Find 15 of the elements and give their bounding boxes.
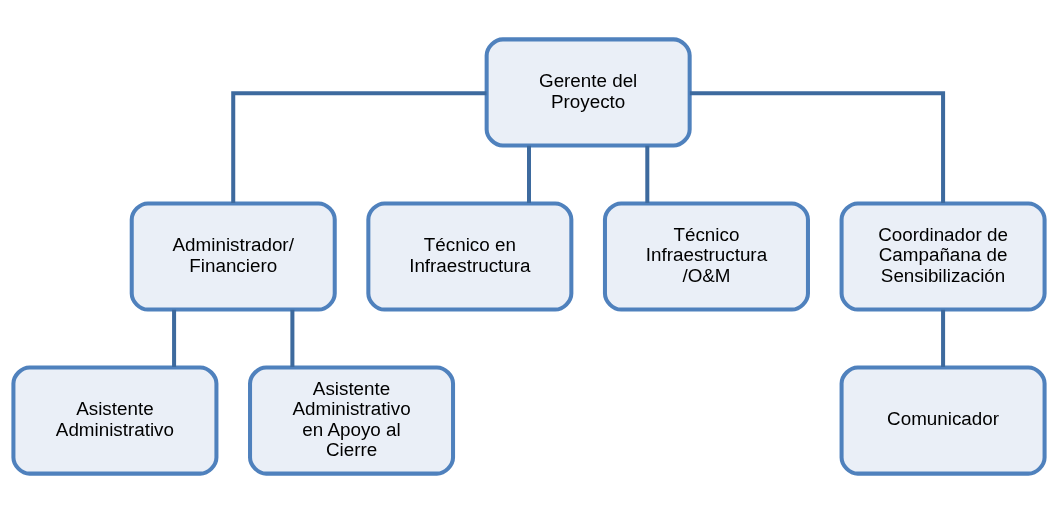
node-box: Gerente del Proyecto [484,36,692,148]
connector [290,309,295,367]
connector [689,90,946,203]
node-box: Técnico en Infraestructura [366,200,574,312]
connector [645,145,650,203]
connector [231,90,487,203]
connector [941,309,946,367]
connector [527,145,531,203]
node-box: Administrador/ Financiero [129,200,337,312]
connector [172,309,177,367]
node-box: Asistente Administrativo [11,364,219,476]
node-box: Comunicador [839,364,1047,476]
node-box: Asistente Administrativo en Apoyo al Cierre [248,364,456,476]
node-box: Coordinador de Campañana de Sensibilización [839,200,1047,312]
node-box: Técnico Infraestructura /O&M [602,200,810,312]
